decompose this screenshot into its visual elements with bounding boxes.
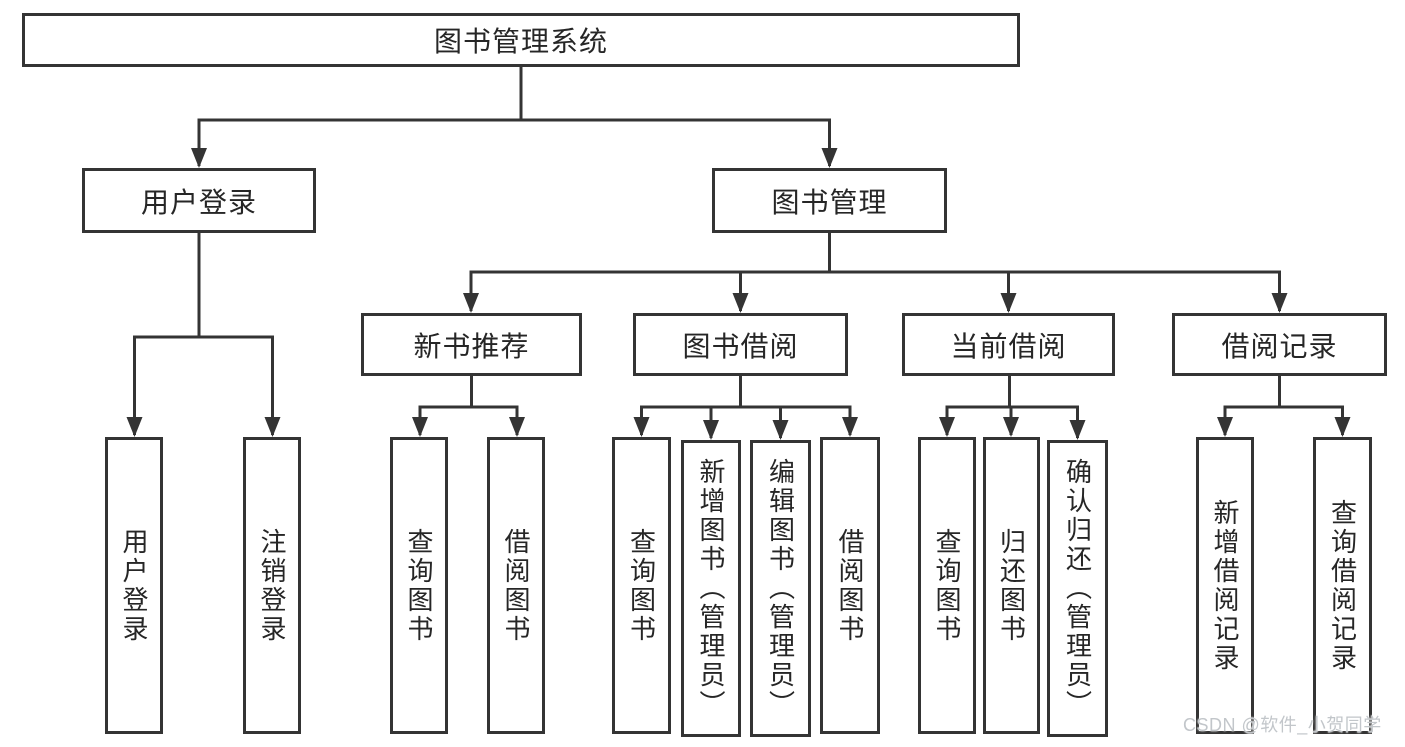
node-label: 图书管理系统	[433, 26, 608, 57]
node-book-management: 图书管理	[712, 168, 947, 233]
connector-current-borrowing	[939, 376, 1086, 440]
node-borrow-books-recommend: 借阅图书	[487, 437, 545, 734]
node-borrow-books-borrowing: 借阅图书	[820, 437, 880, 734]
node-label: 查询图书	[626, 527, 657, 644]
node-label: 图书管理	[771, 186, 888, 218]
node-label: 借阅图书	[835, 527, 865, 644]
connector-book-borrowing	[633, 376, 858, 440]
connector-new-book-recommendation	[412, 376, 525, 437]
node-book-borrowing: 图书借阅	[633, 313, 848, 376]
connector-book-management	[463, 232, 1288, 313]
node-label: 编辑图书（管理员）	[765, 458, 796, 719]
node-label: 新增借阅记录	[1210, 498, 1240, 673]
node-label: 查询图书	[404, 527, 434, 644]
node-label: 用户登录	[119, 527, 149, 644]
connector-root	[191, 66, 838, 168]
node-add-books-admin: 新增图书（管理员）	[681, 440, 741, 737]
node-query-books-recommend: 查询图书	[390, 437, 448, 734]
node-label: 新增图书（管理员）	[696, 458, 726, 719]
node-label: 借阅记录	[1221, 330, 1338, 362]
node-current-borrowing: 当前借阅	[902, 313, 1115, 376]
node-library-system: 图书管理系统	[22, 13, 1020, 67]
node-confirm-return-admin: 确认归还（管理员）	[1047, 440, 1108, 737]
node-query-books-borrowing: 查询图书	[612, 437, 671, 734]
node-new-book-recommendation: 新书推荐	[361, 313, 582, 376]
node-label: 当前借阅	[950, 330, 1067, 362]
node-label: 确认归还（管理员）	[1062, 458, 1093, 719]
node-edit-books-admin: 编辑图书（管理员）	[750, 440, 811, 737]
node-label: 注销登录	[257, 527, 287, 644]
node-query-books-current: 查询图书	[918, 437, 976, 734]
node-label: 新书推荐	[413, 330, 530, 362]
connector-user-login	[126, 232, 281, 437]
node-label: 查询借阅记录	[1327, 498, 1358, 673]
node-return-books: 归还图书	[983, 437, 1040, 734]
node-query-borrow-record: 查询借阅记录	[1313, 437, 1372, 734]
connector-borrowing-records	[1217, 376, 1351, 437]
csdn-watermark: CSDN @软件_小贺同学	[1183, 715, 1382, 735]
node-borrowing-records: 借阅记录	[1172, 313, 1387, 376]
node-logout-leaf: 注销登录	[243, 437, 301, 734]
node-add-borrow-record: 新增借阅记录	[1196, 437, 1254, 734]
node-user-login: 用户登录	[82, 168, 316, 233]
node-user-login-leaf: 用户登录	[105, 437, 163, 734]
node-label: 借阅图书	[501, 527, 531, 644]
node-label: 图书借阅	[682, 330, 799, 362]
node-label: 查询图书	[932, 527, 962, 644]
node-label: 归还图书	[996, 527, 1027, 644]
node-label: 用户登录	[140, 186, 257, 218]
